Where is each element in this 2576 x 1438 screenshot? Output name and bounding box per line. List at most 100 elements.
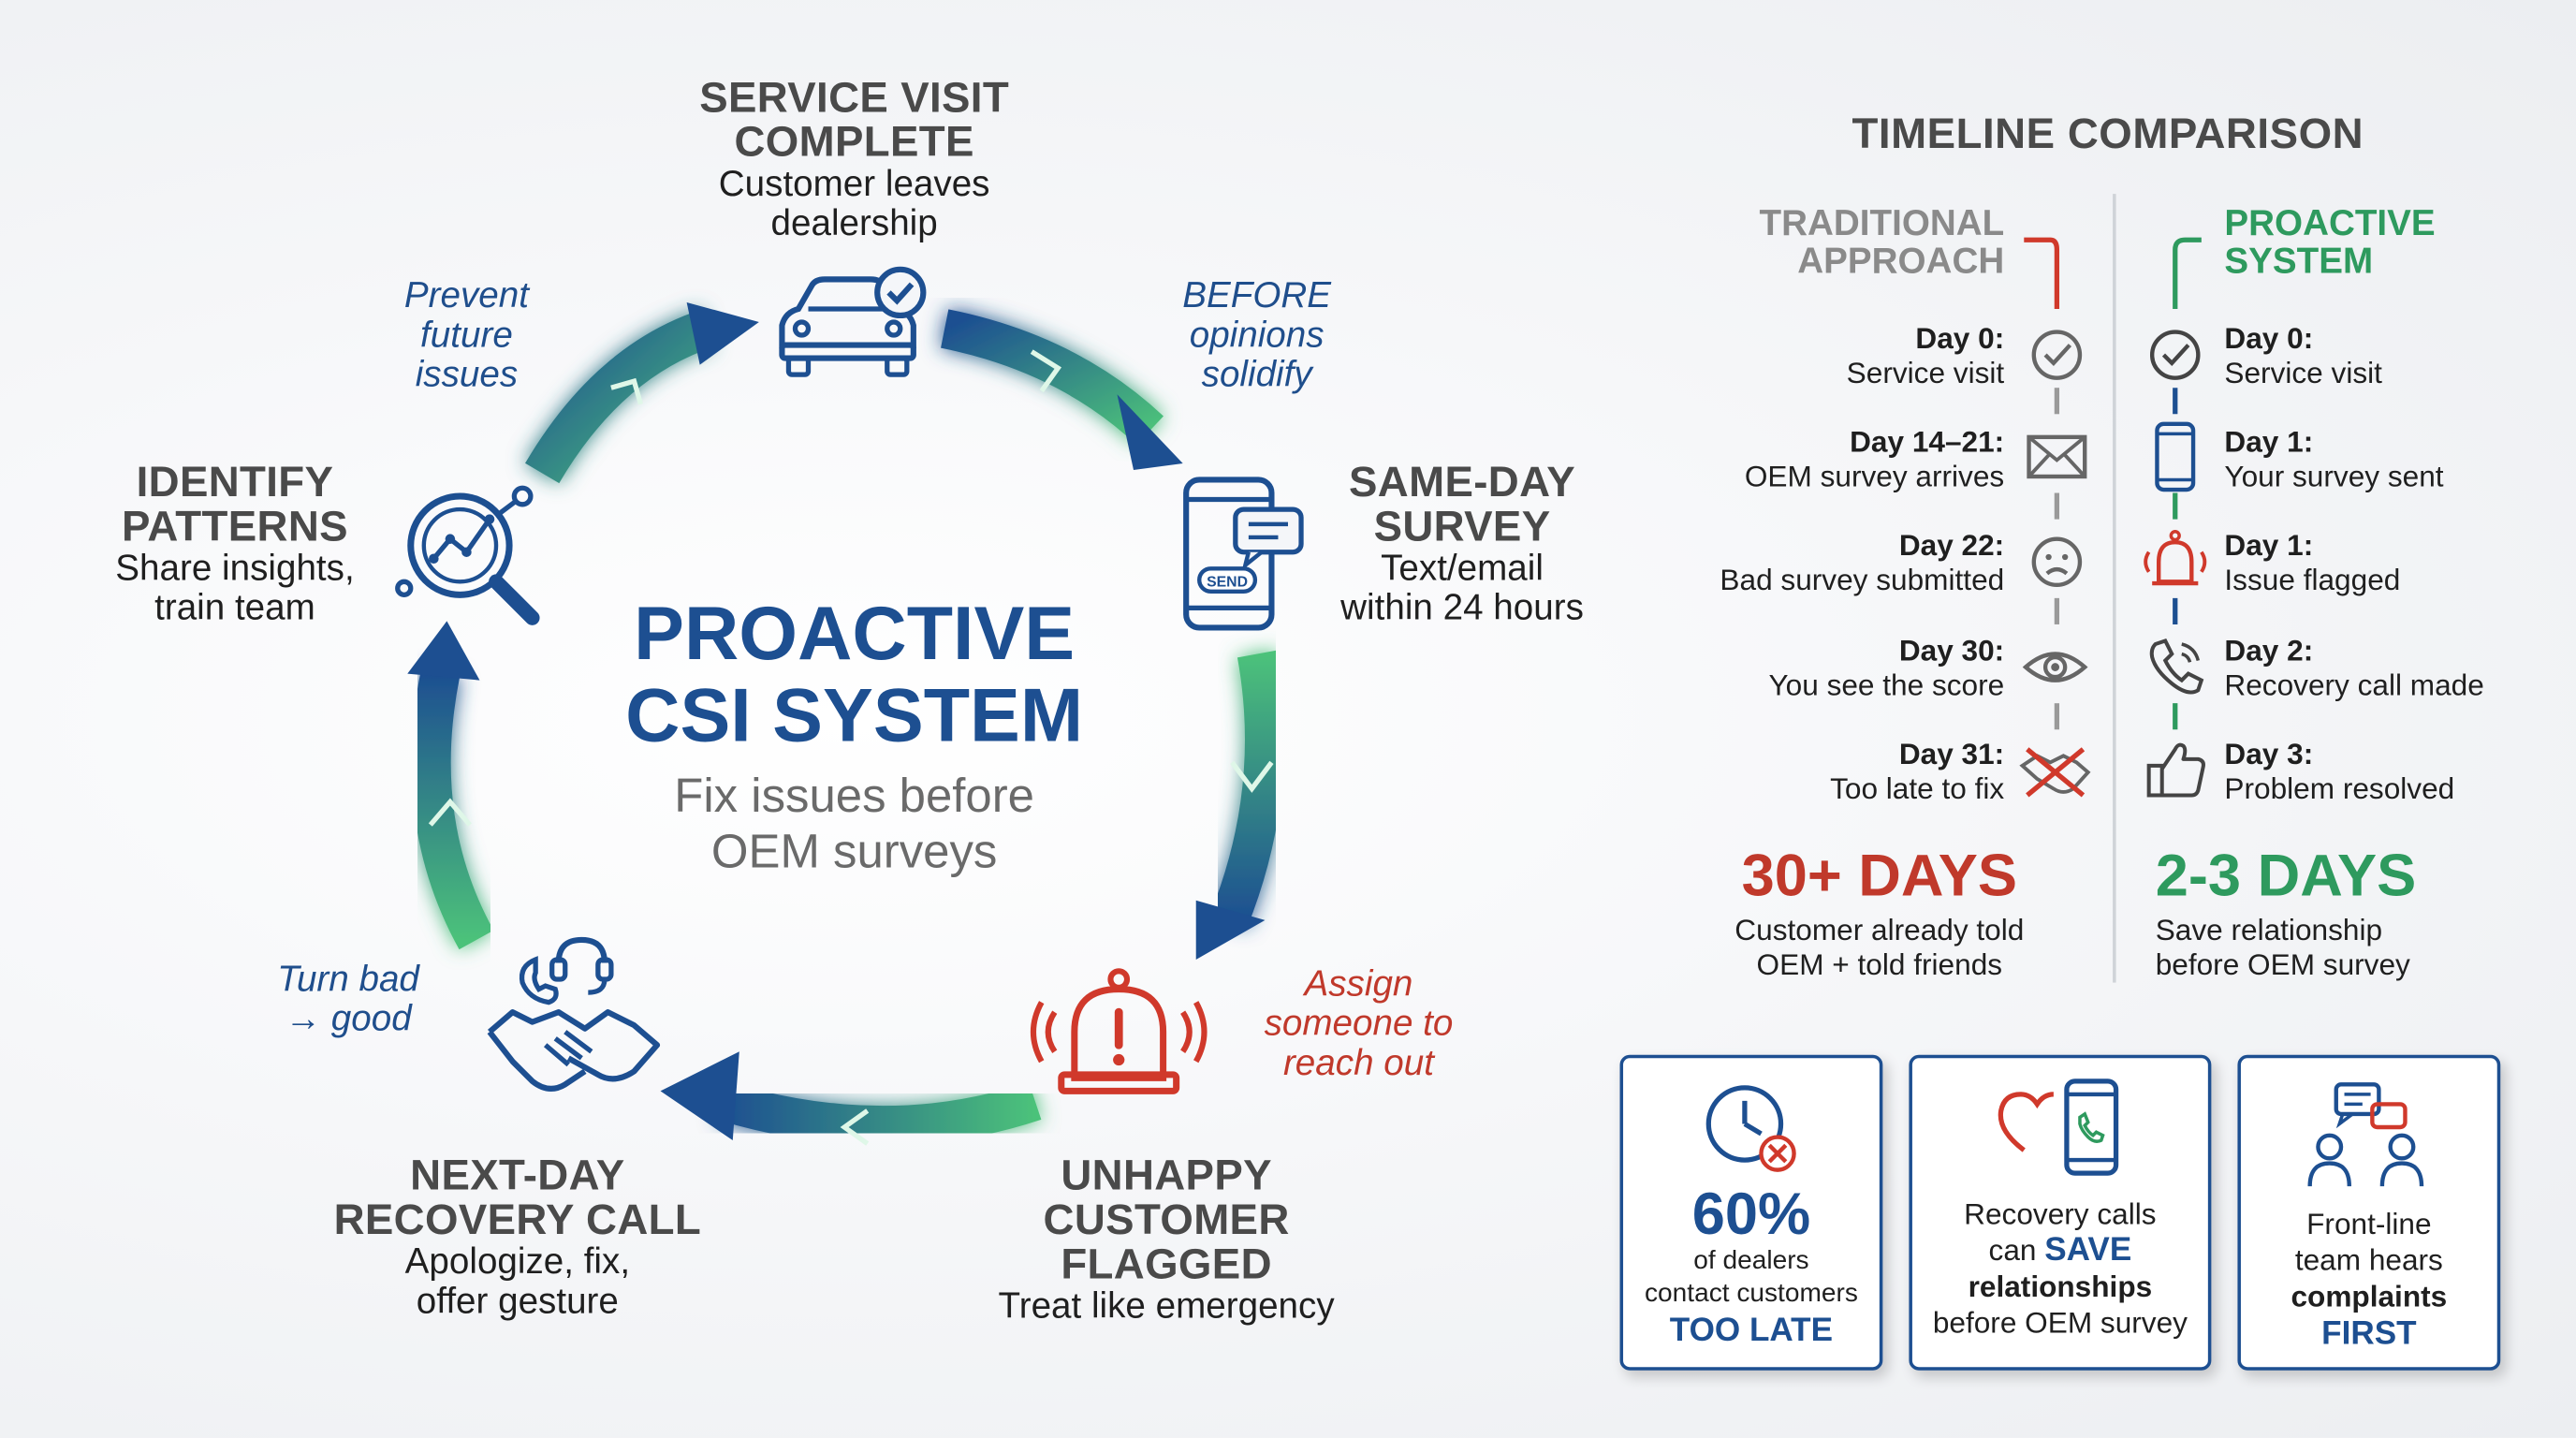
timeline-divider [2113, 194, 2116, 983]
timeline-connectors [2024, 237, 2202, 730]
total-days: 30+ DAYS [1741, 841, 2018, 909]
card-line: relationships [1968, 1269, 2153, 1303]
note-line: reach out [1282, 1041, 1434, 1083]
day-label: Day 1: [2224, 425, 2314, 459]
note-line: someone to [1264, 1002, 1454, 1044]
card-text: Recovery calls can SAVE relationships be… [1912, 1196, 2208, 1341]
traditional-row: Day 31: Too late to fix [1676, 738, 2004, 807]
card-text: 60% of dealers contact customers TOO LAT… [1623, 1180, 1880, 1351]
header-line: PROACTIVE [2224, 201, 2436, 243]
note-line: opinions [1189, 314, 1325, 356]
traditional-row: Day 14–21: OEM survey arrives [1676, 426, 2004, 495]
stat-card-late-contact: 60% of dealers contact customers TOO LAT… [1619, 1054, 1883, 1371]
stage-title: NEXT-DAY [410, 1150, 625, 1200]
stage-same-day-survey: SAME-DAY SURVEY Text/email within 24 hou… [1298, 460, 1627, 627]
stage-title: CUSTOMER [1043, 1194, 1290, 1244]
eye-icon [2022, 652, 2088, 682]
stage-subtitle: offer gesture [416, 1280, 619, 1322]
send-label: SEND [1207, 575, 1248, 591]
day-text: Service visit [2224, 356, 2382, 389]
stage-title: COMPLETE [734, 116, 974, 167]
total-sub: before OEM survey [2155, 947, 2410, 981]
stage-subtitle: Customer leaves [718, 162, 990, 204]
note-line: → good [285, 997, 412, 1039]
day-label: Day 0: [1915, 321, 2005, 356]
day-text: Problem resolved [2224, 771, 2455, 805]
clock-x-icon [1705, 1085, 1796, 1172]
day-text: You see the score [1768, 668, 2005, 702]
stage-subtitle: within 24 hours [1340, 586, 1584, 628]
proactive-row: Day 0: Service visit [2224, 322, 2569, 391]
card-line: contact customers [1644, 1280, 1858, 1309]
card-line-pre: can [1988, 1234, 2045, 1268]
center-title: CSI SYSTEM [625, 671, 1084, 758]
handshake-headset-icon [487, 936, 661, 1092]
traditional-row: Day 30: You see the score [1676, 634, 2004, 703]
team-chat-icon [2307, 1082, 2424, 1187]
stage-title: SAME-DAY [1349, 456, 1576, 506]
alarm-bell-icon [1030, 968, 1208, 1094]
day-label: Day 30: [1898, 634, 2005, 668]
stage-title: RECOVERY CALL [333, 1194, 702, 1244]
magnifier-chart-icon [395, 485, 540, 625]
day-text: Recovery call made [2224, 668, 2484, 702]
day-text: Issue flagged [2224, 563, 2401, 597]
traditional-row: Day 0: Service visit [1676, 321, 2005, 391]
thumbs-up-icon [2146, 742, 2205, 798]
stage-title: SERVICE VISIT [699, 72, 1010, 122]
card-line: can SAVE [1912, 1232, 2208, 1269]
card-line: FIRST [2321, 1315, 2417, 1353]
header-line: TRADITIONAL [1759, 201, 2005, 243]
traditional-total: 30+ DAYS Customer already told OEM + tol… [1702, 844, 2056, 982]
day-label: Day 3: [2224, 738, 2314, 771]
car-check-icon [779, 266, 927, 377]
center-subtitle: Fix issues before [674, 770, 1034, 824]
proactive-row: Day 2: Recovery call made [2224, 634, 2569, 703]
total-sub: Customer already told [1734, 913, 2025, 946]
stage-subtitle: train team [154, 586, 315, 628]
card-line: Recovery calls [1964, 1197, 2157, 1231]
day-text: Too late to fix [1830, 771, 2005, 805]
stage-subtitle: Text/email [1381, 547, 1544, 589]
note-line: issues [415, 353, 519, 395]
stage-recovery-call: NEXT-DAY RECOVERY CALL Apologize, fix, o… [296, 1150, 739, 1322]
note-assign: Assign someone to reach out [1236, 963, 1482, 1083]
traditional-header: TRADITIONAL APPROACH [1708, 201, 2005, 282]
header-line: APPROACH [1797, 240, 2005, 282]
envelope-icon [2027, 434, 2087, 479]
card-big-number: 60% [1691, 1180, 1811, 1248]
center-title: PROACTIVE [634, 590, 1076, 676]
timeline-heading: TIMELINE COMPARISON [1852, 108, 2364, 158]
stage-title: UNHAPPY [1061, 1150, 1272, 1200]
note-prevent: Prevent future issues [368, 275, 565, 395]
day-label: Day 22: [1898, 529, 2005, 563]
arrow-flagged-to-recovery [717, 1081, 1042, 1146]
stage-subtitle: dealership [770, 201, 938, 243]
stage-unhappy-customer: UNHAPPY CUSTOMER FLAGGED Treat like emer… [953, 1150, 1380, 1326]
stage-title: PATTERNS [121, 501, 348, 550]
note-line: solidify [1201, 353, 1312, 395]
proactive-header: PROACTIVE SYSTEM [2224, 204, 2520, 280]
note-line: Turn bad [277, 958, 419, 1000]
phone-icon [2155, 421, 2196, 492]
sad-face-icon [2031, 536, 2083, 588]
stat-card-front-line: Front-line team hears complaints FIRST [2237, 1054, 2501, 1371]
stage-title: FLAGGED [1061, 1239, 1272, 1288]
note-before-opinions: BEFORE opinions solidify [1150, 275, 1364, 395]
card-emphasis: SAVE [2044, 1232, 2132, 1269]
day-label: Day 1: [2224, 529, 2314, 563]
stage-title: IDENTIFY [136, 456, 334, 506]
proactive-total: 2-3 DAYS Save relationship before OEM su… [2156, 844, 2517, 982]
stage-title: SURVEY [1373, 501, 1551, 550]
day-text: OEM survey arrives [1744, 460, 2005, 493]
stage-service-visit: SERVICE VISIT COMPLETE Customer leaves d… [640, 72, 1067, 243]
day-text: Service visit [1846, 356, 2005, 389]
card-line: before OEM survey [1932, 1306, 2188, 1340]
day-text: Bad survey submitted [1720, 563, 2005, 597]
alarm-bell-icon [2144, 530, 2207, 586]
phone-send-icon: SEND [1183, 477, 1304, 631]
day-text: Your survey sent [2224, 460, 2444, 493]
arrow-patterns-to-service [525, 310, 713, 484]
day-label: Day 0: [2224, 321, 2314, 356]
check-circle-icon [2149, 330, 2201, 380]
